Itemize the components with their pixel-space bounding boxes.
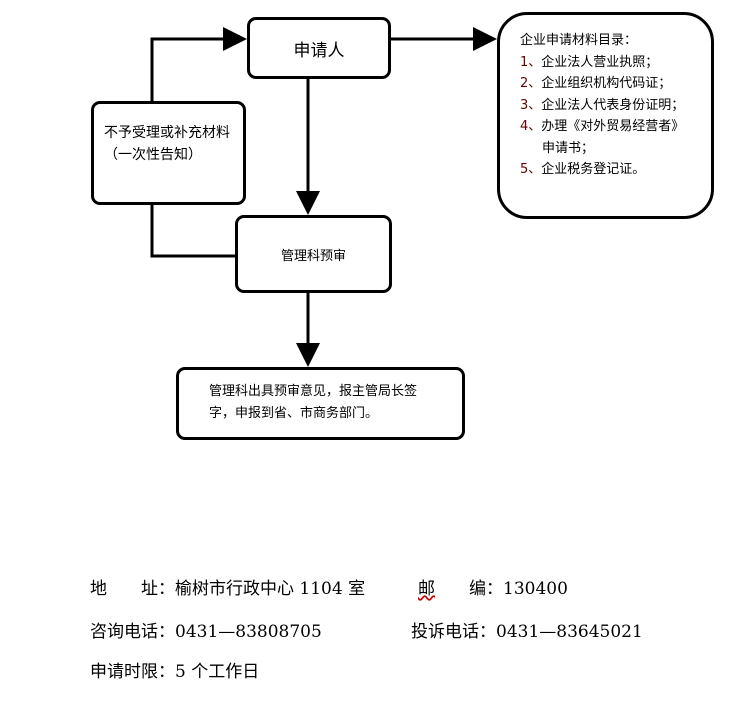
complaint-phone: 投诉电话：0431—83645021 <box>411 622 643 642</box>
line-review-to-reject <box>150 204 236 258</box>
node-opinion: 管理科出具预审意见，报主管局长签字，申报到省、市商务部门。 <box>176 367 465 440</box>
time-limit: 申请时限：5 个工作日 <box>90 662 260 682</box>
address-line: 地 址：榆树市行政中心 1104 室 <box>90 579 366 599</box>
node-opinion-label: 管理科出具预审意见，报主管局长签字，申报到省、市商务部门。 <box>209 384 418 421</box>
materials-item: 4、办理《对外贸易经营者》 <box>520 119 685 134</box>
consult-phone: 咨询电话：0431—83808705 <box>90 622 322 642</box>
materials-item: 2、企业组织机构代码证； <box>520 76 672 91</box>
node-applicant-label: 申请人 <box>293 40 345 61</box>
materials-list-box: 企业申请材料目录： 1、企业法人营业执照； 2、企业组织机构代码证； 3、企业法… <box>497 12 714 219</box>
materials-title: 企业申请材料目录： <box>520 33 638 48</box>
node-applicant: 申请人 <box>247 17 391 79</box>
node-reject-label: 不予受理或补充材料（一次性告知） <box>104 125 230 163</box>
node-reject: 不予受理或补充材料（一次性告知） <box>91 101 246 205</box>
node-review: 管理科预审 <box>235 215 392 293</box>
materials-item: 3、企业法人代表身份证明； <box>520 97 685 113</box>
arrow-reject-to-applicant <box>150 27 247 101</box>
node-review-label: 管理科预审 <box>280 248 346 264</box>
materials-item: 5、企业税务登记证。 <box>520 162 646 177</box>
materials-item: 1、企业法人营业执照； <box>520 54 659 70</box>
postcode-line: 邮编：130400 <box>418 579 568 599</box>
materials-item: 申请书； <box>542 140 595 156</box>
